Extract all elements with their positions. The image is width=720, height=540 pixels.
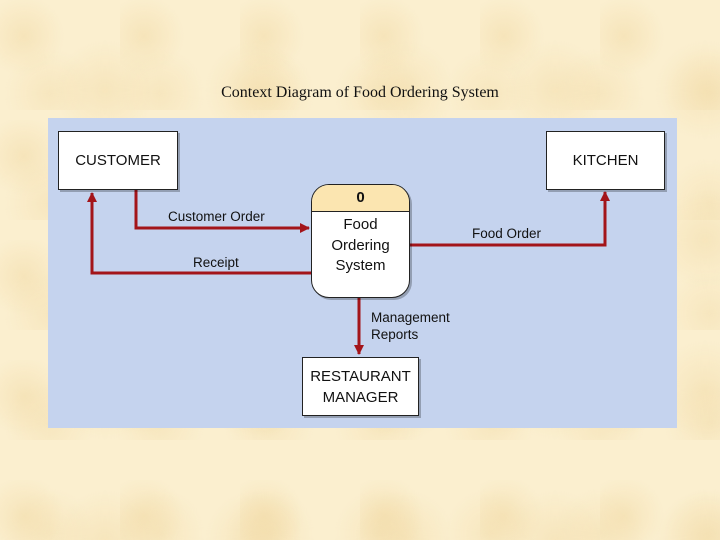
process-food-ordering-system: 0 Food Ordering System (311, 184, 410, 298)
process-name: Food Ordering System (331, 216, 390, 274)
flow-customer-order-arrow (134, 189, 310, 233)
process-id: 0 (312, 185, 409, 212)
flow-label-receipt: Receipt (193, 255, 239, 270)
flow-food-order-arrow (408, 191, 610, 247)
flow-label-customer-order: Customer Order (168, 209, 265, 224)
entity-customer: CUSTOMER (58, 131, 178, 190)
entity-kitchen: KITCHEN (546, 131, 665, 190)
flow-receipt-arrow (87, 192, 311, 275)
page-title: Context Diagram of Food Ordering System (221, 84, 499, 101)
entity-restaurant-manager: RESTAURANT MANAGER (302, 357, 419, 416)
flow-label-management-reports: Management Reports (371, 310, 450, 342)
flow-label-food-order: Food Order (472, 226, 542, 241)
